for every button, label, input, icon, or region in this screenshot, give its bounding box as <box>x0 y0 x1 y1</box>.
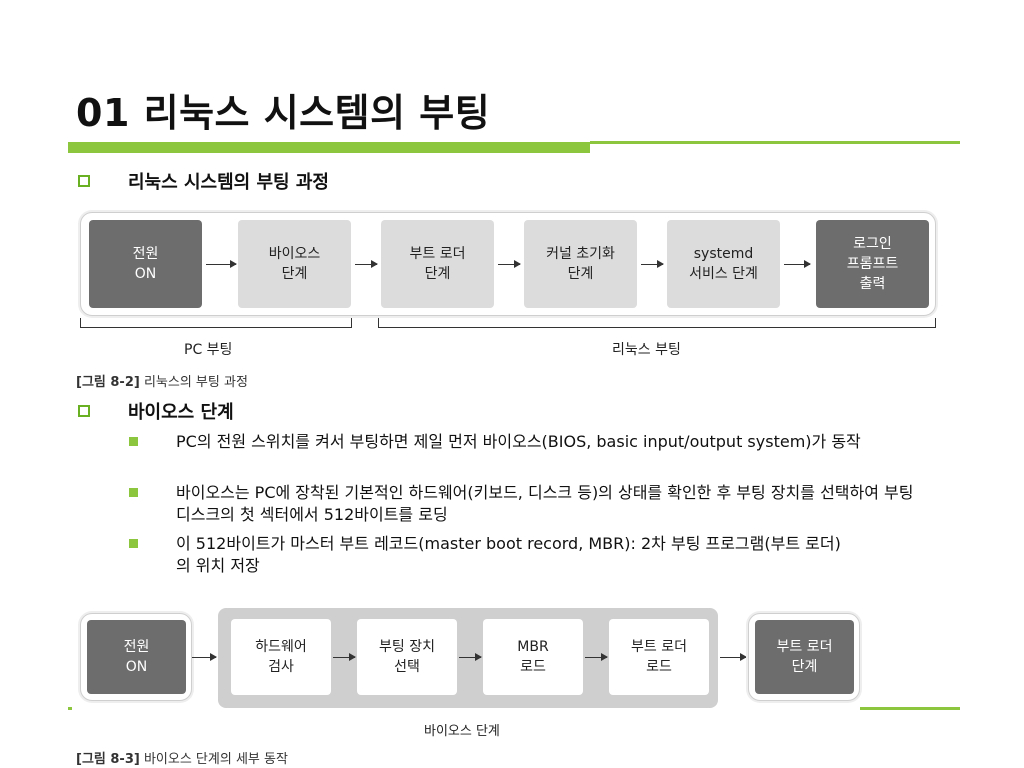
arrow-icon <box>585 653 608 661</box>
fig1-box-login: 로그인 프롬프트 출력 <box>816 220 929 308</box>
arrow-icon <box>784 260 811 268</box>
figure1-caption: [그림 8-2] 리눅스의 부팅 과정 <box>76 371 248 390</box>
caption-text: 리눅스의 부팅 과정 <box>139 375 248 390</box>
section2-heading: 바이오스 단계 <box>128 402 234 423</box>
fig2-box-power: 전원 ON <box>87 620 186 694</box>
arrow-icon <box>355 260 378 268</box>
slide-title: 01 리눅스 시스템의 부팅 <box>76 91 491 135</box>
caption-number: [그림 8-2] <box>76 375 140 390</box>
section1-heading: 리눅스 시스템의 부팅 과정 <box>128 172 329 193</box>
bullet-icon <box>129 488 138 497</box>
title-underline-thick <box>68 142 590 153</box>
fig2-box-bootloader-stage: 부트 로더 단계 <box>755 620 854 694</box>
bullet-text: PC의 전원 스위치를 켜서 부팅하면 제일 먼저 바이오스(BIOS, bas… <box>176 432 861 451</box>
fig1-box-bios: 바이오스 단계 <box>238 220 351 308</box>
bracket-pc <box>80 318 352 328</box>
group-label-linux: 리눅스 부팅 <box>612 342 681 358</box>
fig2-box-load-bootloader: 부트 로더 로드 <box>609 619 709 695</box>
group-label-bios: 바이오스 단계 <box>424 724 500 739</box>
fig2-box-hw-check: 하드웨어 검사 <box>231 619 331 695</box>
square-bullet-icon <box>78 175 90 187</box>
fig1-box-bootloader: 부트 로더 단계 <box>381 220 494 308</box>
square-bullet-icon <box>78 405 90 417</box>
arrow-icon <box>333 653 356 661</box>
arrow-icon <box>206 260 237 268</box>
arrow-icon <box>720 653 747 661</box>
title-underline-thin <box>590 141 960 144</box>
arrow-icon <box>498 260 521 268</box>
fig1-box-power: 전원 ON <box>89 220 202 308</box>
figure2-caption: [그림 8-3] 바이오스 단계의 세부 동작 <box>76 748 288 767</box>
group-label-pc: PC 부팅 <box>184 342 233 358</box>
bullet-text: 바이오스는 PC에 장착된 기본적인 하드웨어(키보드, 디스크 등)의 상태를… <box>176 483 914 524</box>
bracket-linux <box>378 318 936 328</box>
caption-text: 바이오스 단계의 세부 동작 <box>139 752 288 767</box>
caption-number: [그림 8-3] <box>76 752 140 767</box>
arrow-icon <box>459 653 482 661</box>
fig1-box-systemd: systemd 서비스 단계 <box>667 220 780 308</box>
footer-rule-right <box>860 707 960 710</box>
arrow-icon <box>192 653 217 661</box>
footer-rule-left <box>68 707 72 710</box>
bullet-text: 이 512바이트가 마스터 부트 레코드(master boot record,… <box>176 534 841 575</box>
fig1-box-kernel: 커널 초기화 단계 <box>524 220 637 308</box>
fig2-box-boot-device: 부팅 장치 선택 <box>357 619 457 695</box>
bullet-icon <box>129 437 138 446</box>
bullet-icon <box>129 539 138 548</box>
arrow-icon <box>641 260 664 268</box>
fig2-box-mbr: MBR 로드 <box>483 619 583 695</box>
